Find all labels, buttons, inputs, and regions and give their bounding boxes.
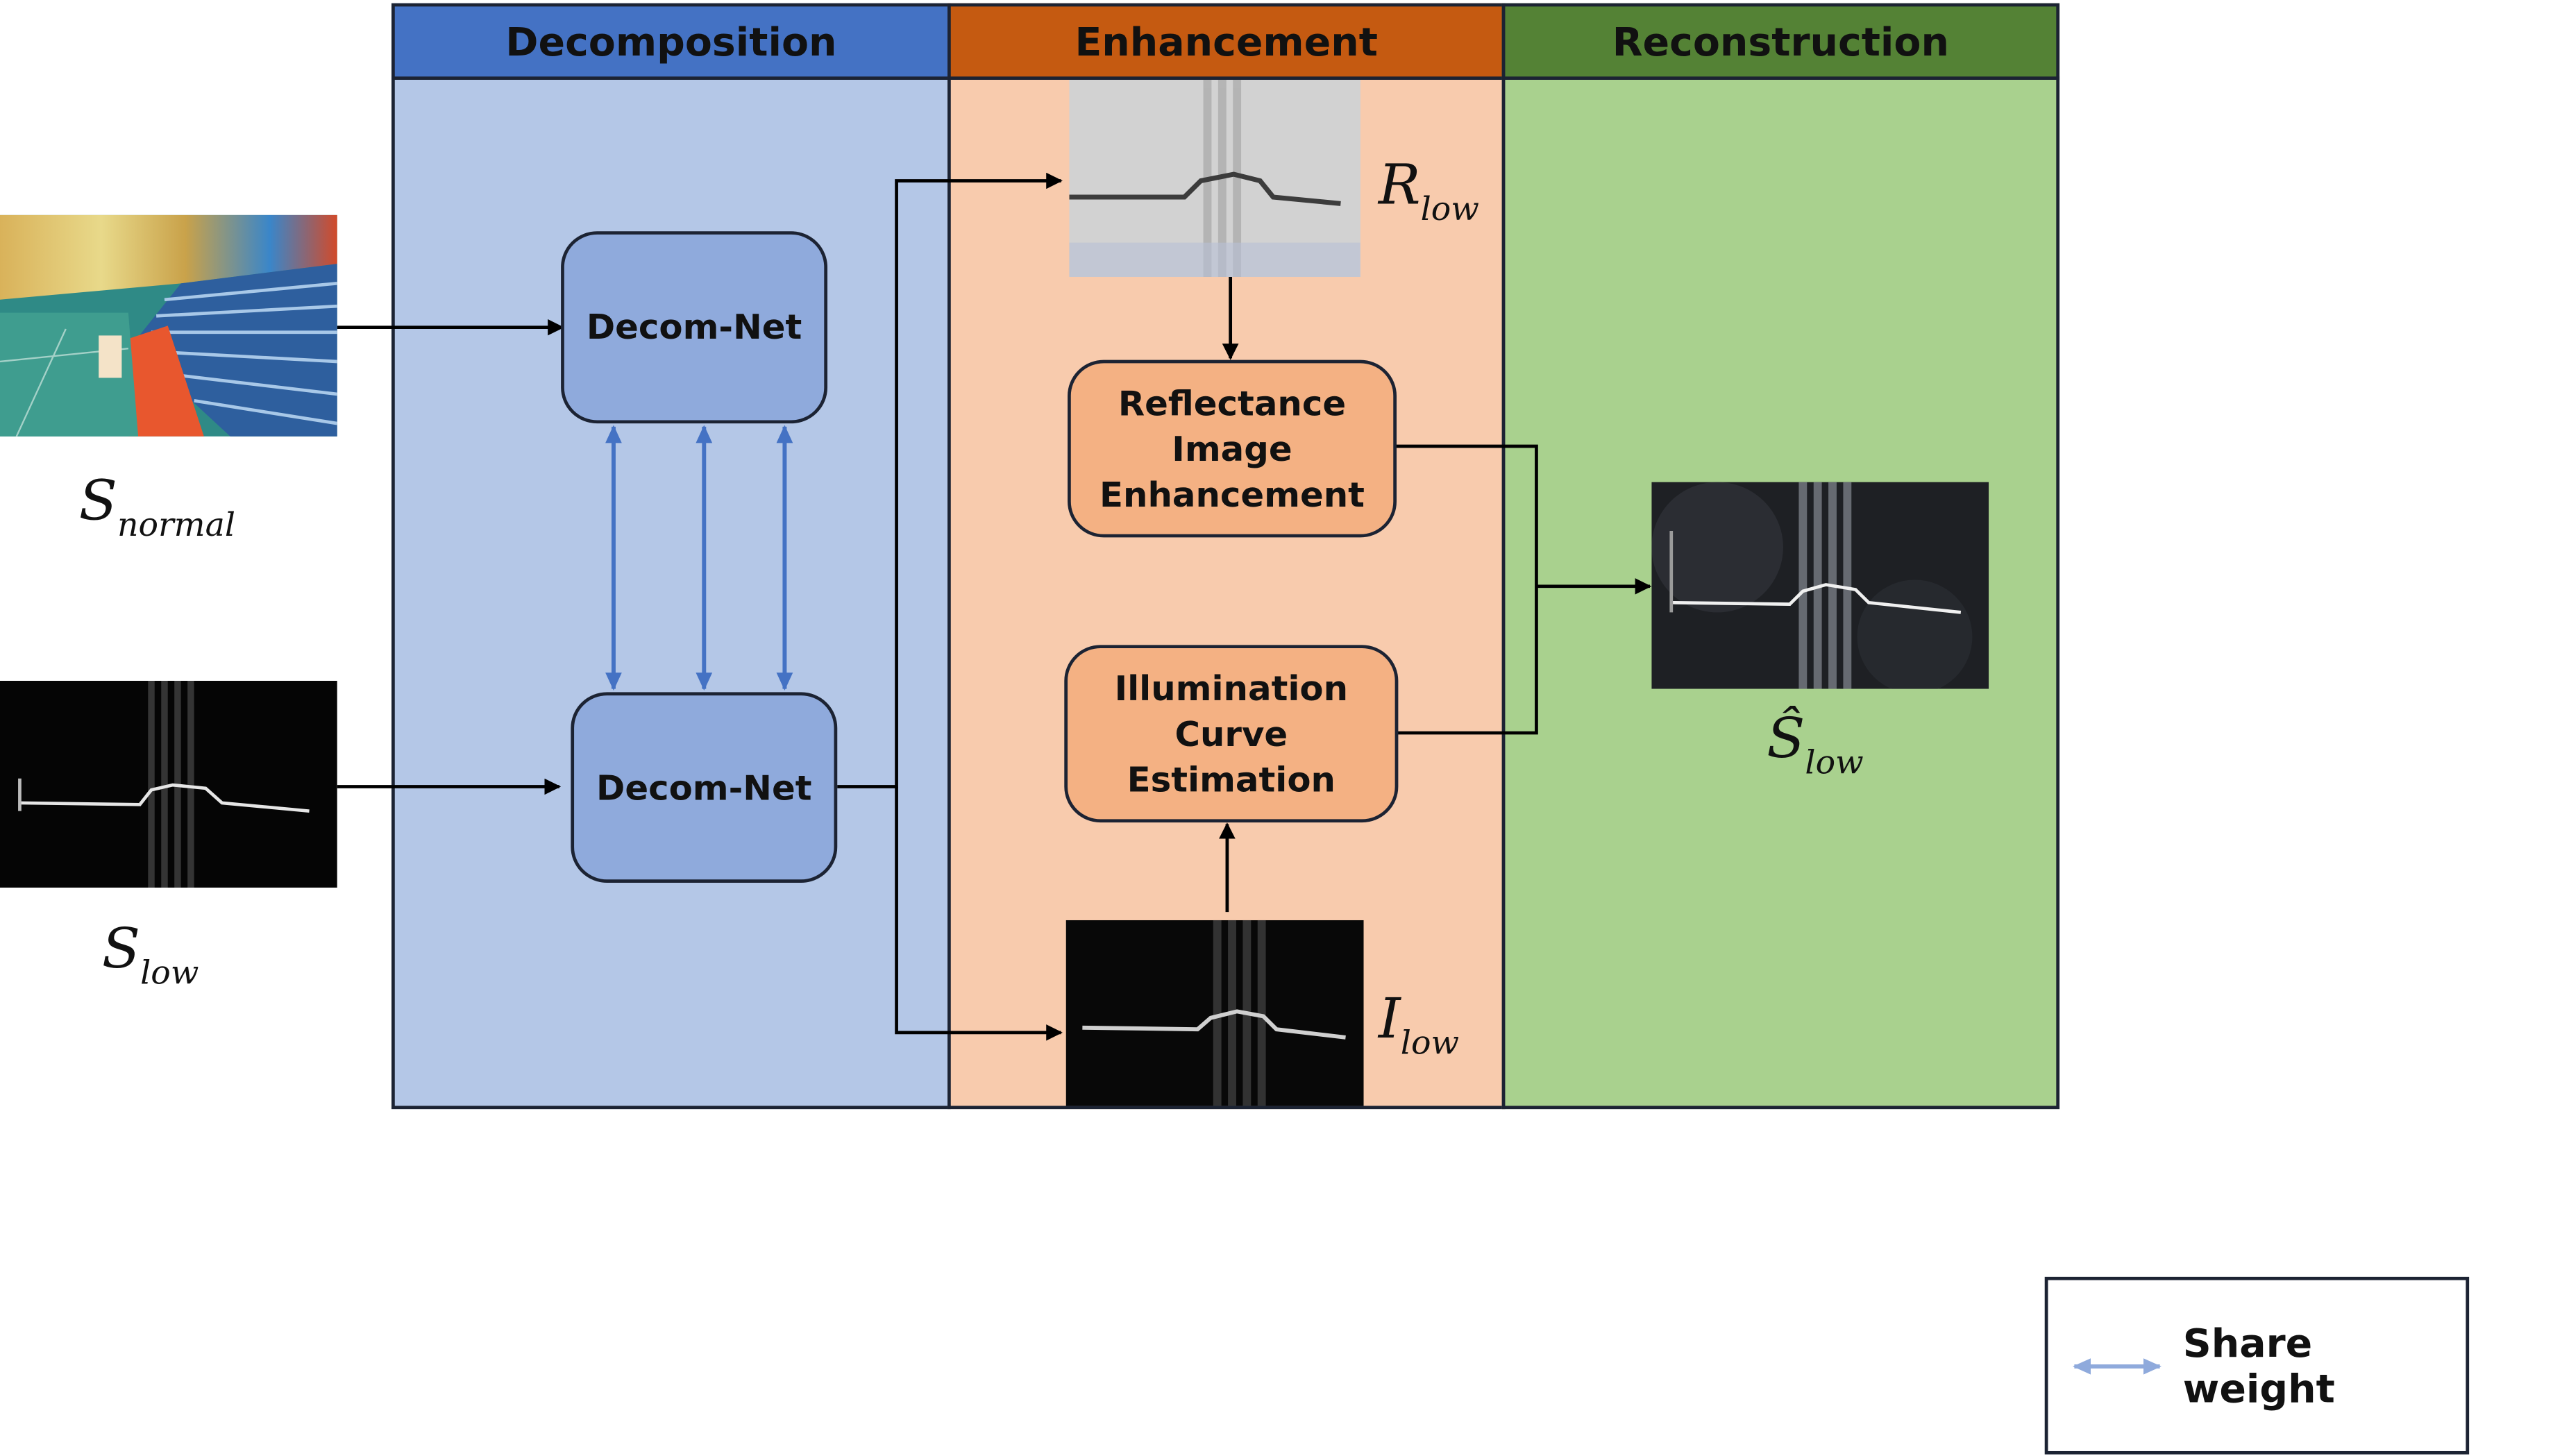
- normal-light-stadium-image: [0, 214, 337, 437]
- decomposition-header: Decomposition: [391, 3, 951, 80]
- label-s-hat-low: Ŝlow: [1767, 706, 1864, 782]
- legend: Share weight: [2044, 1276, 2470, 1455]
- reflectance-enhancement-node: Reflectance Image Enhancement: [1068, 359, 1397, 538]
- arrow-decom-to-reflectance: [837, 172, 1063, 788]
- illumination-image: [1065, 920, 1364, 1106]
- reflectance-image: [1069, 79, 1360, 277]
- illumination-line-1: Illumination: [1114, 668, 1349, 708]
- reflectance-line-1: Reflectance: [1118, 383, 1347, 423]
- share-weight-arrows: [605, 425, 793, 691]
- decom-net-top: Decom-Net: [561, 231, 828, 424]
- share-weight-legend-arrow: [2073, 1357, 2162, 1374]
- enhanced-output-image: [1651, 482, 1989, 689]
- illumination-line-3: Estimation: [1127, 759, 1336, 799]
- decom-net-bottom: Decom-Net: [571, 692, 838, 883]
- arrow-decom-to-illumination: [895, 786, 1063, 1041]
- illumination-line-2: Curve: [1174, 714, 1288, 754]
- decom-net-top-label: Decom-Net: [586, 307, 802, 347]
- reflectance-line-2: Image: [1172, 429, 1292, 468]
- illumination-curve-node: Illumination Curve Estimation: [1064, 645, 1399, 823]
- reconstruction-header: Reconstruction: [1501, 3, 2060, 80]
- low-light-weld-image: [0, 680, 337, 888]
- legend-label: Share weight: [2182, 1320, 2335, 1412]
- label-s-normal: Snormal: [78, 468, 236, 544]
- label-i-low: Ilow: [1378, 987, 1460, 1063]
- enhancement-header: Enhancement: [947, 3, 1506, 80]
- decom-net-bottom-label: Decom-Net: [596, 768, 812, 807]
- flow-arrows: [337, 172, 1652, 1041]
- label-s-low: Slow: [101, 917, 199, 992]
- label-r-low: Rlow: [1378, 153, 1479, 228]
- reflectance-line-3: Enhancement: [1099, 475, 1365, 514]
- arrow-enhance-to-merge: [1397, 444, 1538, 735]
